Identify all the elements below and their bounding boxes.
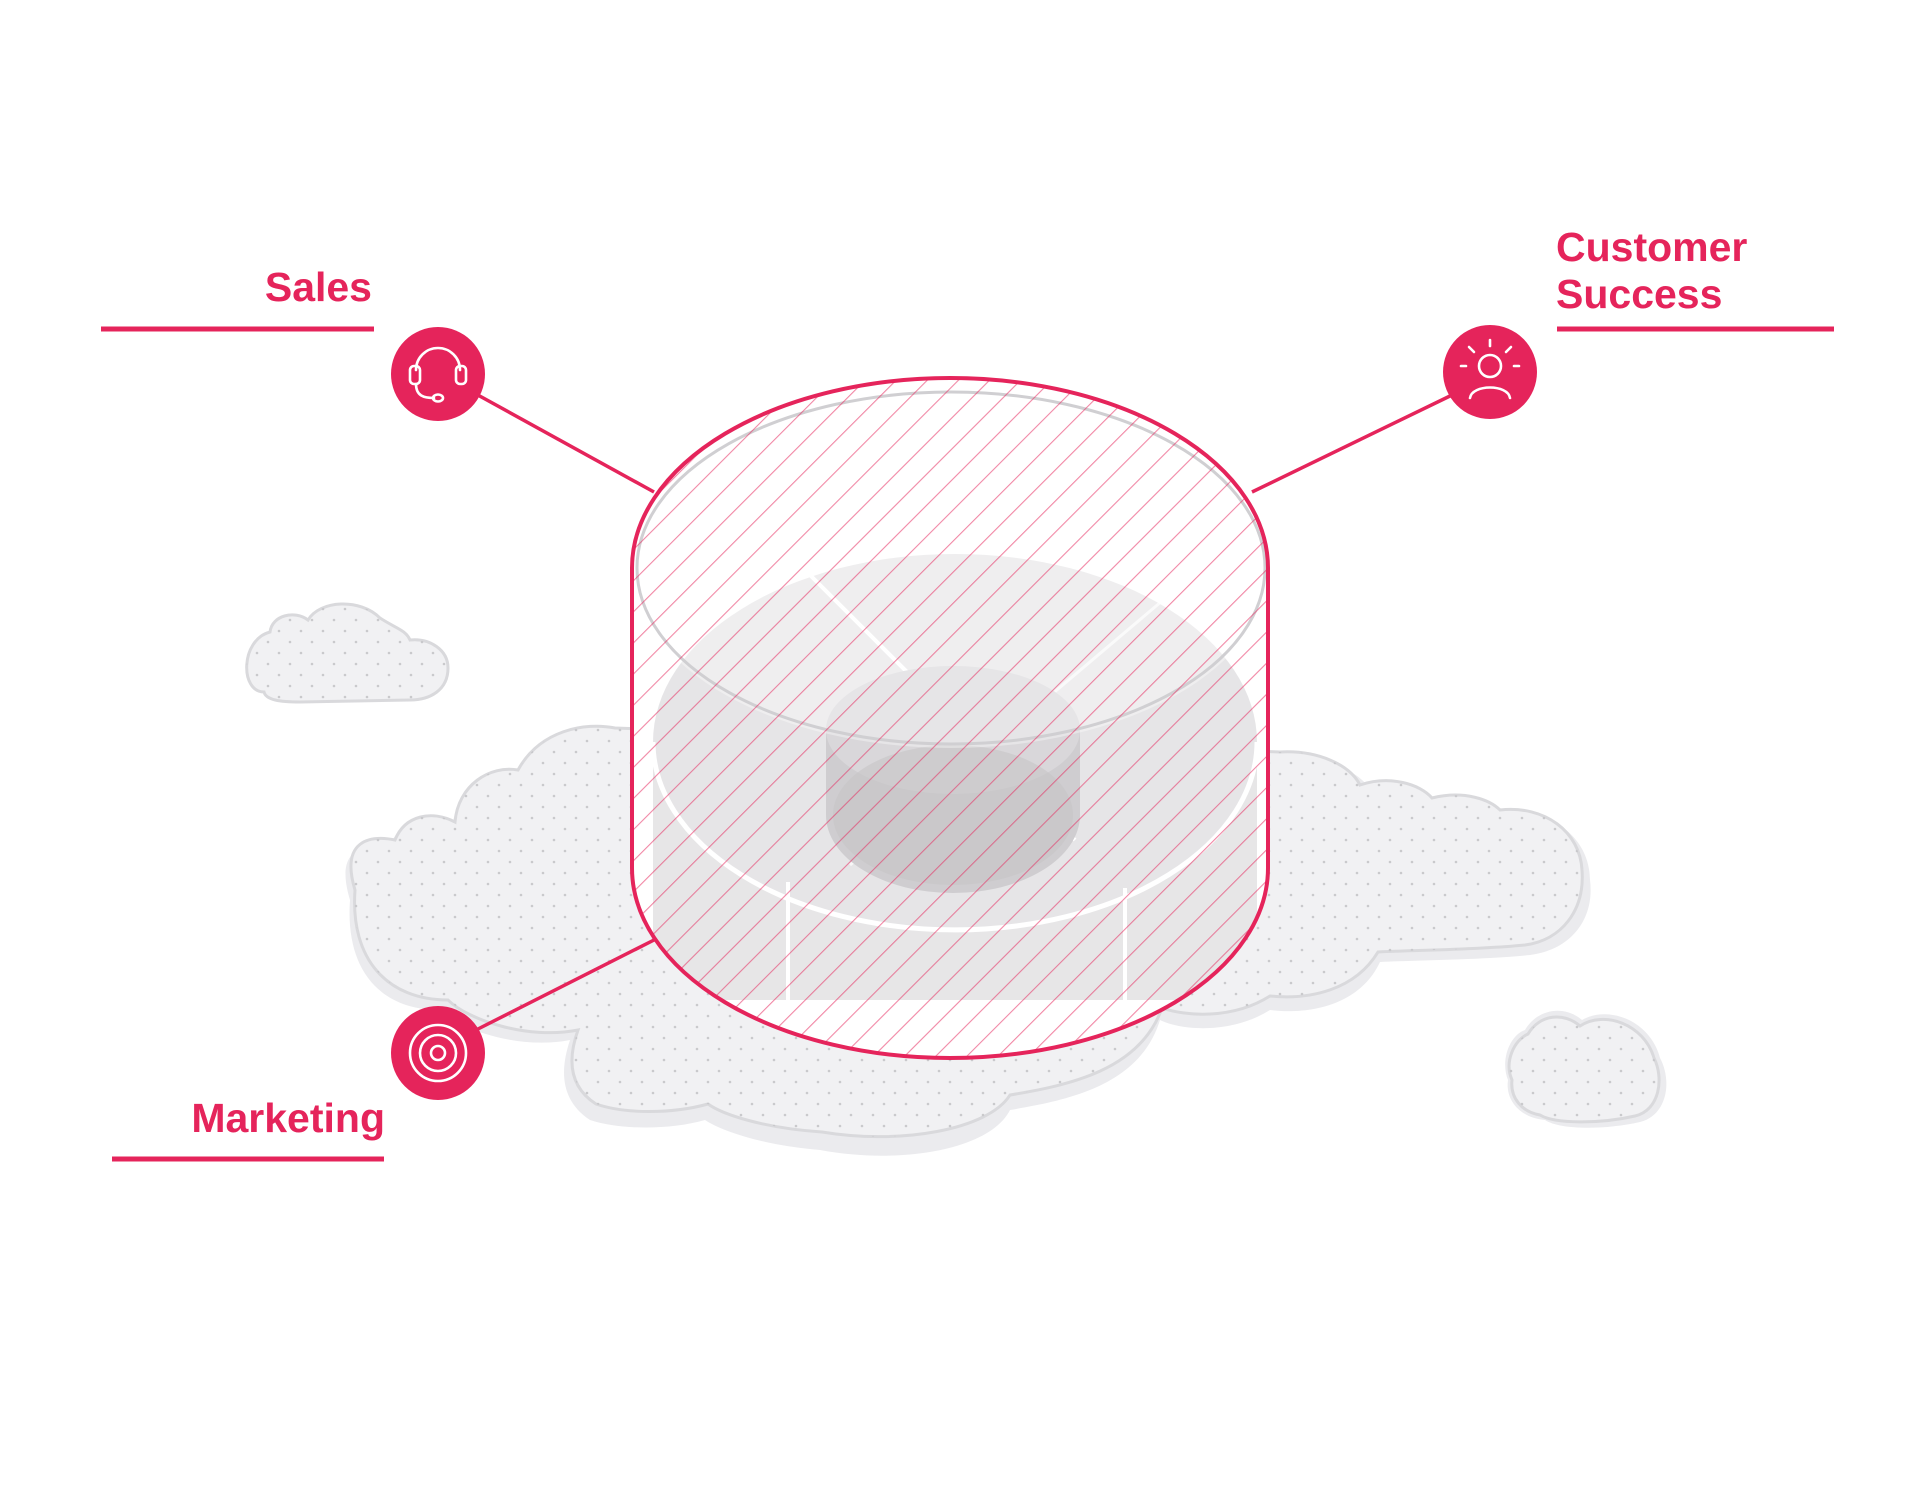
customer-success-label-line2: Success	[1556, 271, 1722, 317]
headset-icon	[408, 346, 468, 403]
connector-lines	[475, 392, 1451, 1032]
customer-success-connector	[1251, 394, 1451, 494]
database-cylinder	[630, 376, 1270, 1060]
sales-connector	[475, 392, 655, 494]
lightbulb-person-icon	[1459, 338, 1521, 400]
target-icon	[408, 1023, 468, 1083]
sales-node[interactable]	[391, 327, 485, 421]
small-cloud-left	[245, 602, 450, 704]
customer-success-label-line1: Customer	[1556, 224, 1747, 270]
sales-label: Sales	[265, 264, 372, 310]
marketing-connector	[475, 938, 655, 1032]
marketing-label: Marketing	[191, 1095, 385, 1141]
customer-success-node[interactable]	[1443, 325, 1537, 419]
small-cloud-right	[1505, 1010, 1667, 1128]
marketing-node[interactable]	[391, 1006, 485, 1100]
